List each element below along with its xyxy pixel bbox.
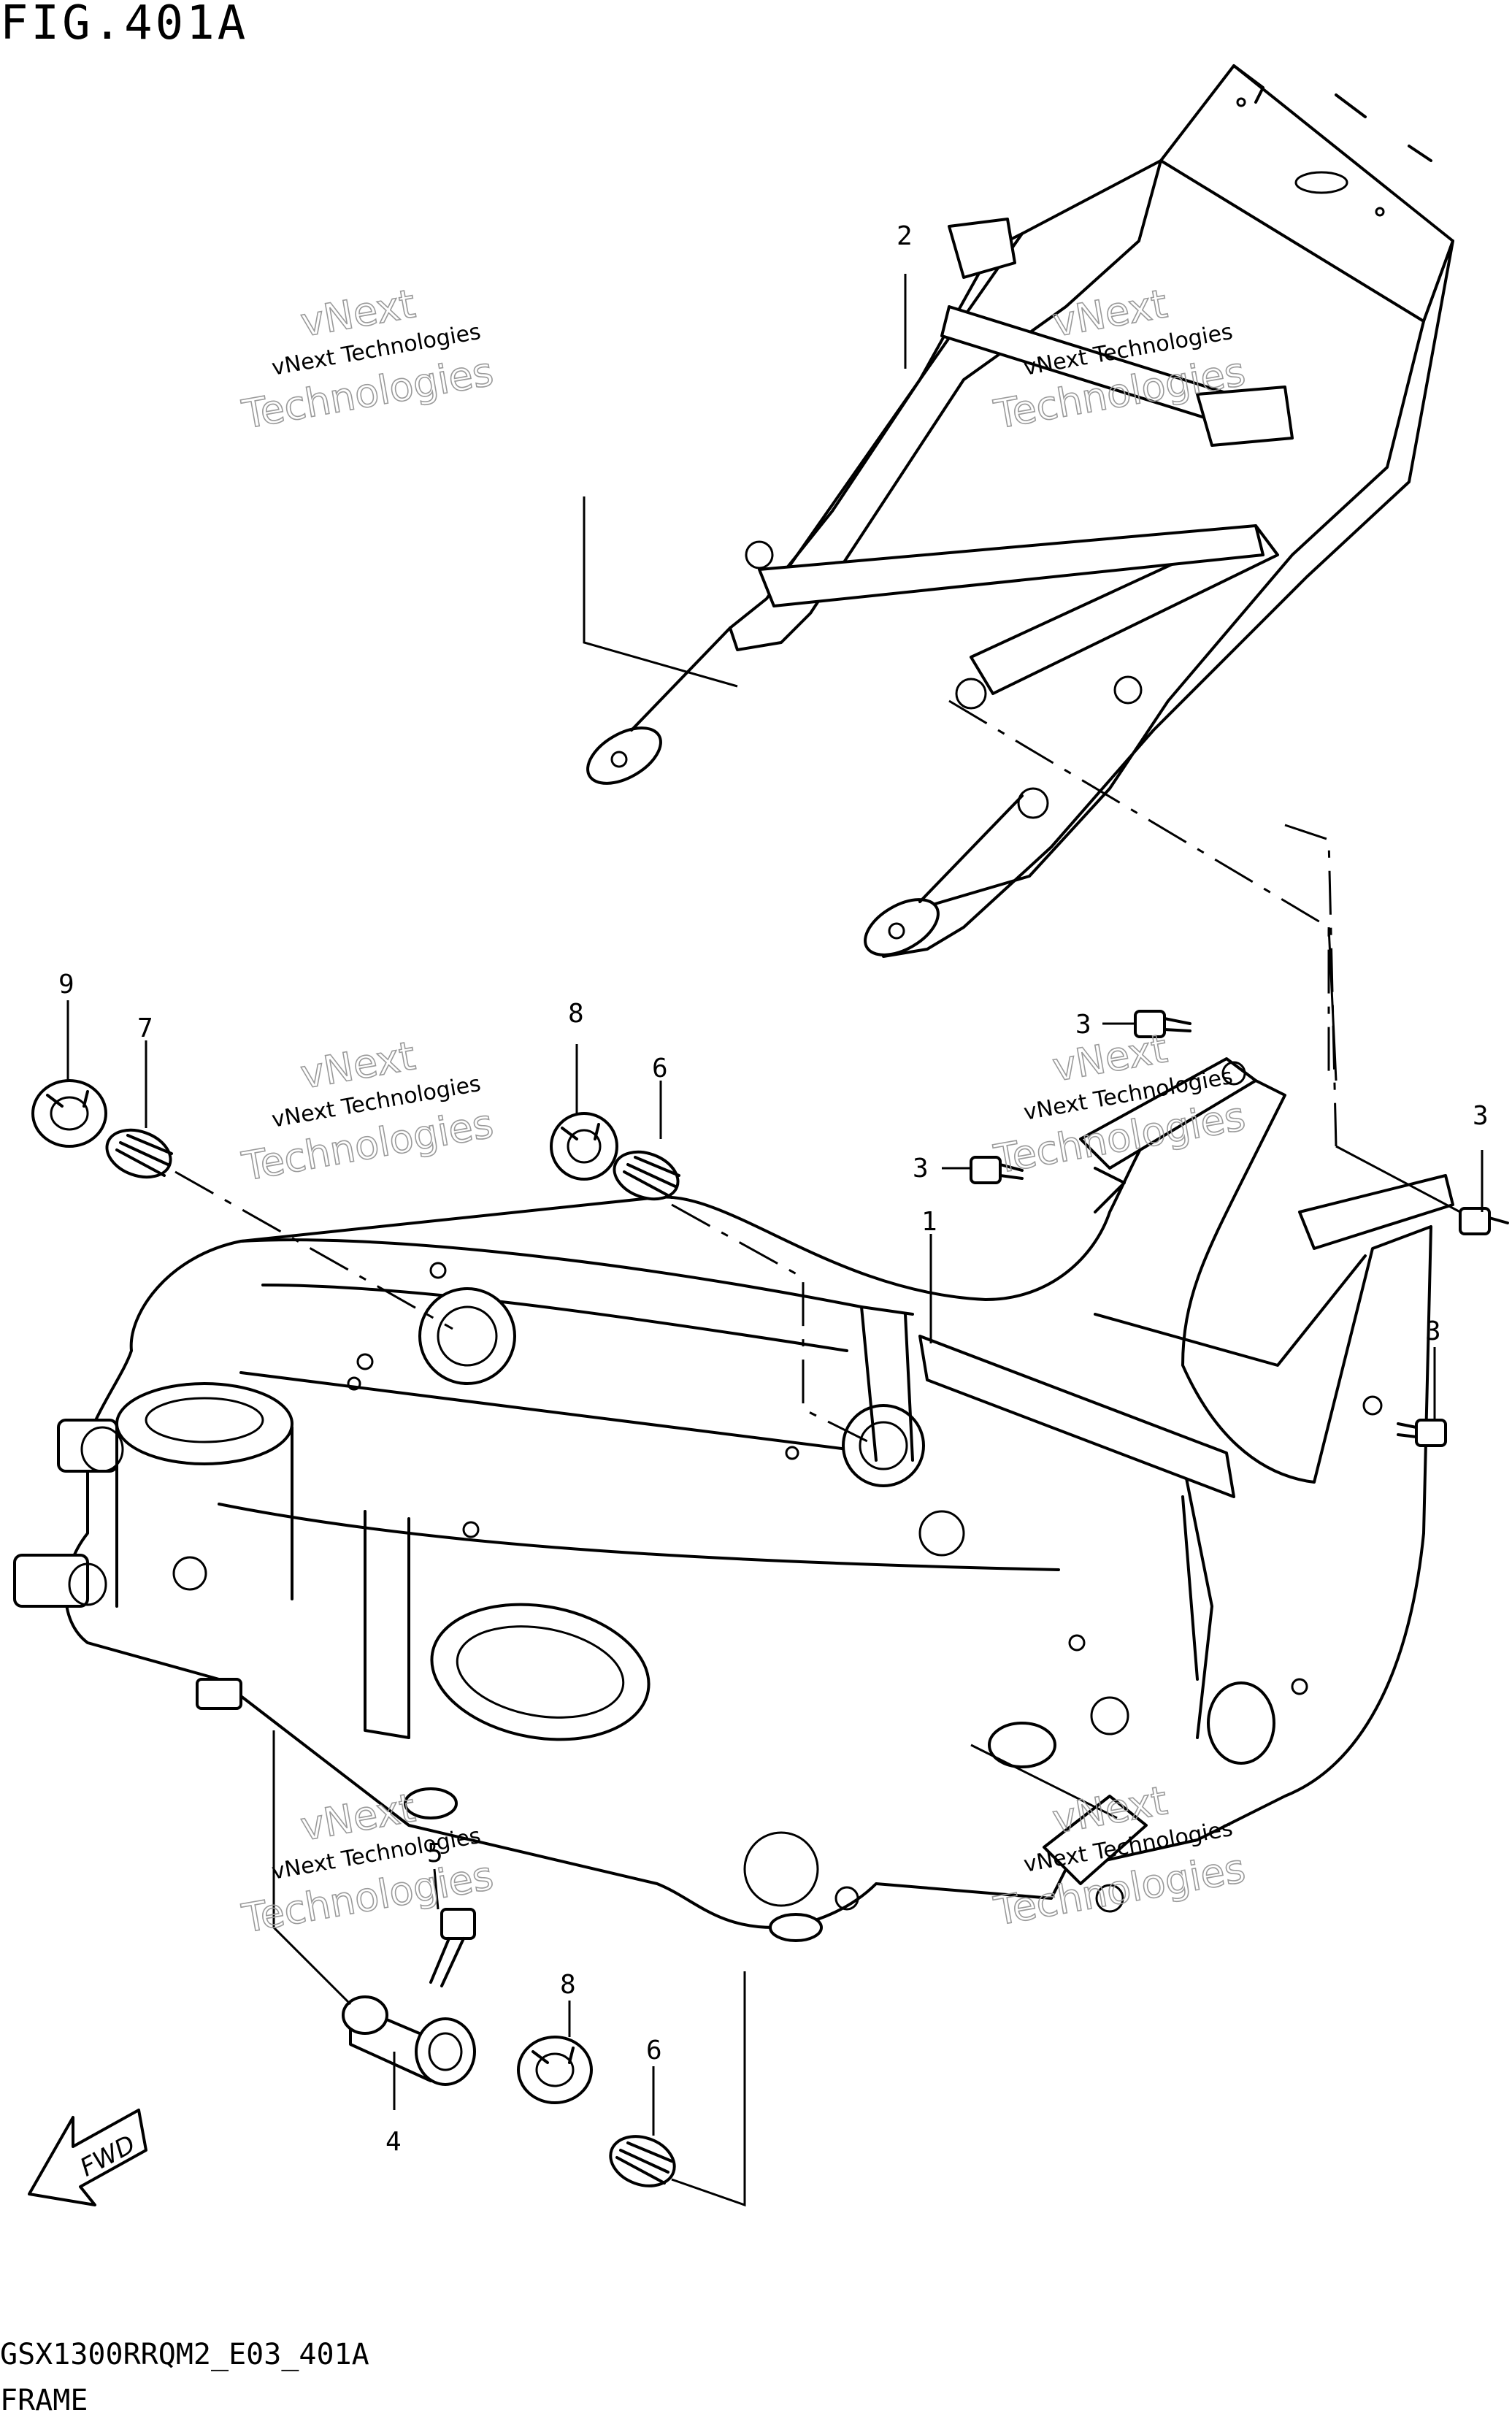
callout-6b: 6 — [646, 2036, 662, 2066]
bolt-part-3-c — [1459, 1207, 1509, 1235]
nut-part-9 — [31, 1079, 107, 1148]
callout-3a: 3 — [1075, 1010, 1091, 1040]
collar-part-4 — [342, 1995, 476, 2086]
nut-part-8-bottom — [517, 2036, 593, 2104]
main-frame-part-1 — [13, 1057, 1454, 1942]
callout-7: 7 — [137, 1013, 153, 1043]
callout-8a: 8 — [568, 999, 584, 1029]
callout-3c: 3 — [1473, 1101, 1489, 1131]
watermark-1: vNext vNext Technologies Technologies — [238, 280, 497, 438]
assembly-dashed-lines — [174, 496, 1461, 2207]
callout-3b: 3 — [913, 1154, 929, 1184]
watermark-3: vNext vNext Technologies Technologies — [238, 1032, 497, 1190]
bolt-part-3-b — [970, 1156, 1024, 1184]
callout-9: 9 — [58, 970, 74, 1000]
adjuster-part-7 — [105, 1128, 173, 1179]
figure-code: GSX1300RRQM2_E03_401A — [0, 2338, 369, 2371]
adjuster-part-6-bottom — [609, 2135, 676, 2187]
adjuster-part-6-top — [613, 1150, 680, 1201]
figure-title: FIG.401A — [0, 0, 249, 50]
callout-2: 2 — [897, 221, 913, 251]
callout-8b: 8 — [560, 1970, 576, 2000]
callout-3d: 3 — [1425, 1316, 1441, 1346]
fwd-arrow: FWD — [28, 2109, 147, 2206]
callout-leaders — [66, 274, 1484, 2136]
nut-part-8-top — [550, 1112, 618, 1181]
figure-name: FRAME — [0, 2384, 88, 2417]
callout-4: 4 — [385, 2127, 402, 2157]
bolt-part-5 — [429, 1908, 476, 1987]
callout-5: 5 — [427, 1838, 443, 1868]
callout-6a: 6 — [652, 1054, 668, 1083]
callout-1: 1 — [921, 1207, 937, 1237]
bolt-part-3-d — [1397, 1419, 1447, 1447]
rear-subframe-part-2 — [586, 64, 1454, 958]
